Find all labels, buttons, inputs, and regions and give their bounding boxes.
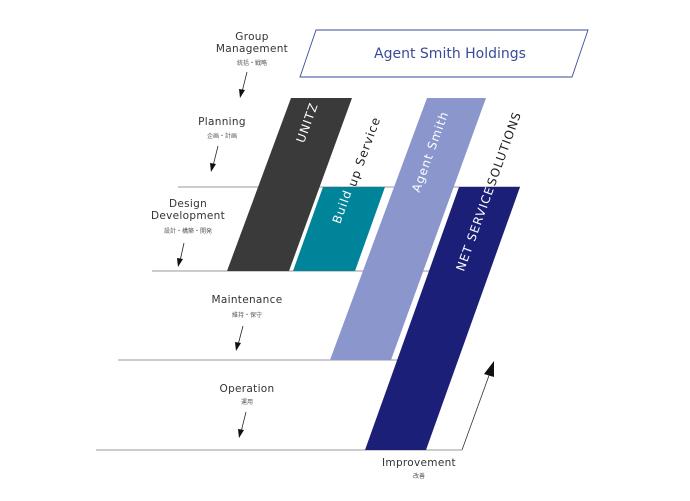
stage-title-line: Development	[151, 210, 225, 222]
improvement-arrow-line	[461, 369, 492, 451]
stage-maintenance: Maintenance 維持・保守	[212, 294, 283, 319]
improvement-arrow-head	[484, 361, 494, 377]
stage-title-line: Improvement	[382, 457, 456, 469]
stage-title-line: Planning	[198, 116, 246, 128]
band-net-service-solutions	[365, 187, 520, 450]
net-service-outside-label: SOLUTIONS	[484, 110, 524, 188]
band-buildup-service	[293, 187, 385, 271]
stage-planning: Planning 企画・計画	[198, 116, 246, 140]
band-unitz	[227, 98, 352, 271]
stage-subtitle: 維持・保守	[232, 311, 262, 319]
stage-subtitle: 改善	[413, 472, 425, 480]
stage-improvement: Improvement 改善	[382, 457, 456, 480]
stage-title-line: Design	[169, 198, 207, 210]
stage-subtitle: 統括・戦略	[237, 59, 267, 67]
holding-label: Agent Smith Holdings	[374, 46, 526, 62]
stage-subtitle: 設計・構築・開発	[164, 227, 212, 235]
stage-title-line: Management	[216, 43, 288, 55]
down-arrow-icon	[177, 242, 185, 267]
holding-box	[299, 29, 589, 78]
buildup-outside-label: up Service	[345, 115, 383, 189]
down-arrow-icon	[239, 71, 248, 98]
down-arrow-icon	[238, 411, 247, 438]
stage-subtitle: 企画・計画	[207, 132, 237, 140]
down-arrow-icon	[210, 145, 219, 172]
stage-title-line: Operation	[220, 383, 275, 395]
stage-design-development: Design Development 設計・構築・開発	[151, 198, 225, 235]
stage-subtitle: 運用	[241, 399, 253, 406]
stage-group-management: Group Management 統括・戦略	[216, 31, 288, 67]
down-arrow-icon	[235, 325, 244, 351]
stage-title-line: Group	[235, 31, 269, 43]
band-agent-smith	[330, 98, 486, 360]
stage-operation: Operation 運用	[220, 383, 275, 406]
stage-title-line: Maintenance	[212, 294, 283, 306]
